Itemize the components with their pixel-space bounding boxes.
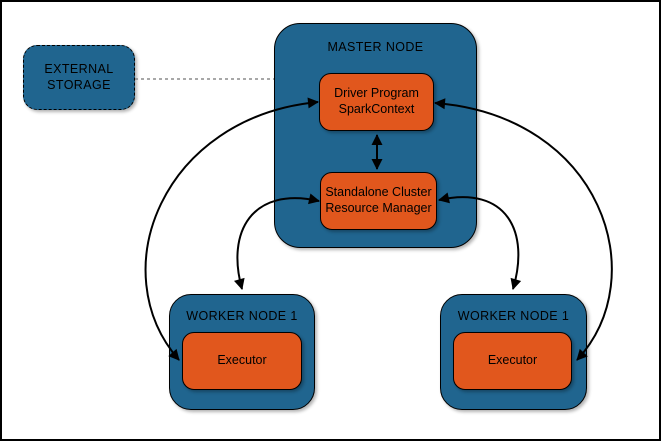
worker-node-left-title: WORKER NODE 1 — [186, 309, 298, 323]
driver-program-label-line2: SparkContext — [338, 102, 415, 116]
driver-program-label-line1: Driver Program — [334, 86, 419, 101]
executor-left-label: Executor — [217, 353, 267, 368]
executor-right-box: Executor — [453, 332, 572, 390]
executor-left-box: Executor — [182, 332, 302, 390]
worker-node-right-title: WORKER NODE 1 — [457, 309, 570, 323]
external-storage-label-line1: EXTERNAL — [44, 61, 114, 76]
resource-manager-label-line2: Resource Manager — [325, 201, 432, 215]
driver-program-box: Driver Program SparkContext — [319, 73, 434, 131]
external-storage-label-line2: STORAGE — [47, 77, 111, 92]
resource-manager-box: Standalone Cluster Resource Manager — [320, 172, 437, 230]
resource-manager-label-line1: Standalone Cluster — [325, 185, 432, 200]
master-node-title: MASTER NODE — [327, 40, 424, 54]
external-storage-node: EXTERNAL STORAGE — [23, 45, 135, 110]
executor-right-label: Executor — [487, 353, 538, 368]
